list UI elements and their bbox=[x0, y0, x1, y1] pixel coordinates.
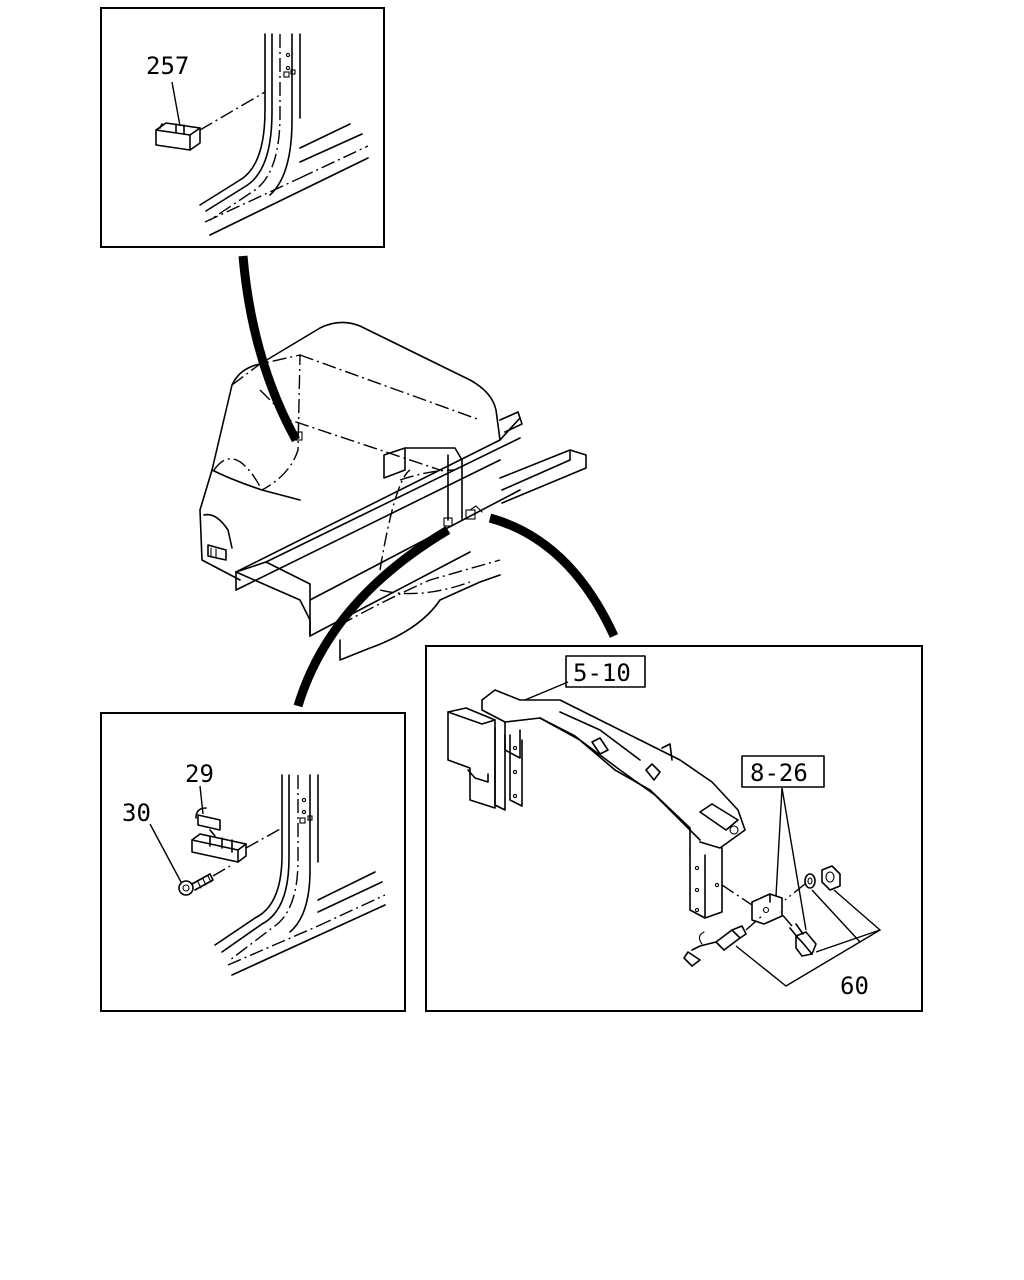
sill-rails-bottom bbox=[227, 871, 386, 976]
truck-cab bbox=[199, 321, 501, 661]
sensor-bracket bbox=[751, 893, 783, 925]
connector-curve-top bbox=[238, 255, 300, 443]
leader-29 bbox=[199, 785, 204, 815]
frame-member bbox=[447, 689, 746, 919]
leader-60-b bbox=[815, 929, 881, 953]
callout-60: 60 bbox=[840, 972, 869, 1000]
bolt-30-dash-line bbox=[212, 865, 231, 877]
inset-bottom-left-frame bbox=[100, 712, 406, 1012]
inset-bottom-right-frame bbox=[425, 645, 923, 1012]
callout-257: 257 bbox=[146, 52, 189, 80]
leader-8-26-a bbox=[775, 787, 783, 897]
mount-bolt bbox=[789, 923, 817, 957]
sill-rails-top bbox=[204, 123, 369, 236]
leader-30 bbox=[149, 823, 182, 883]
door-pillar-top bbox=[199, 33, 301, 221]
bolt-dash-line bbox=[779, 911, 793, 927]
bracket-dash-line bbox=[721, 884, 753, 906]
inset-top-left-frame bbox=[100, 7, 385, 248]
leader-60-a bbox=[735, 889, 882, 987]
clip-257-dash-line bbox=[199, 91, 266, 131]
ref-8-26-box bbox=[741, 755, 825, 788]
inset-top-left: 257 bbox=[100, 7, 385, 248]
callout-30: 30 bbox=[122, 799, 151, 827]
ref-5-10-box bbox=[565, 655, 646, 688]
sensor-part-60 bbox=[683, 925, 747, 967]
leader-5-10 bbox=[524, 681, 569, 701]
leader-257 bbox=[171, 81, 181, 127]
nut-dash-line bbox=[784, 883, 806, 901]
bracket-part-29 bbox=[191, 807, 247, 863]
connector-curve-left bbox=[293, 526, 451, 708]
washer-nut bbox=[804, 865, 841, 891]
bracket-29-dash-line bbox=[245, 827, 283, 849]
chassis-rails bbox=[235, 411, 587, 637]
leader-60-c bbox=[811, 889, 861, 943]
bolt-part-30 bbox=[178, 873, 214, 896]
callout-5-10: 5-10 bbox=[573, 659, 631, 687]
callout-29: 29 bbox=[185, 760, 214, 788]
callout-8-26: 8-26 bbox=[750, 759, 808, 787]
clip-part-257 bbox=[155, 122, 201, 151]
inset-bottom-left: 29 30 bbox=[100, 712, 406, 1012]
door-pillar-bottom bbox=[214, 774, 319, 961]
sensor-dash-line bbox=[745, 913, 765, 931]
leader-8-26-b bbox=[781, 787, 807, 931]
connector-curve-right bbox=[488, 513, 619, 638]
inset-bottom-right: 5-10 8-26 60 bbox=[425, 645, 923, 1012]
